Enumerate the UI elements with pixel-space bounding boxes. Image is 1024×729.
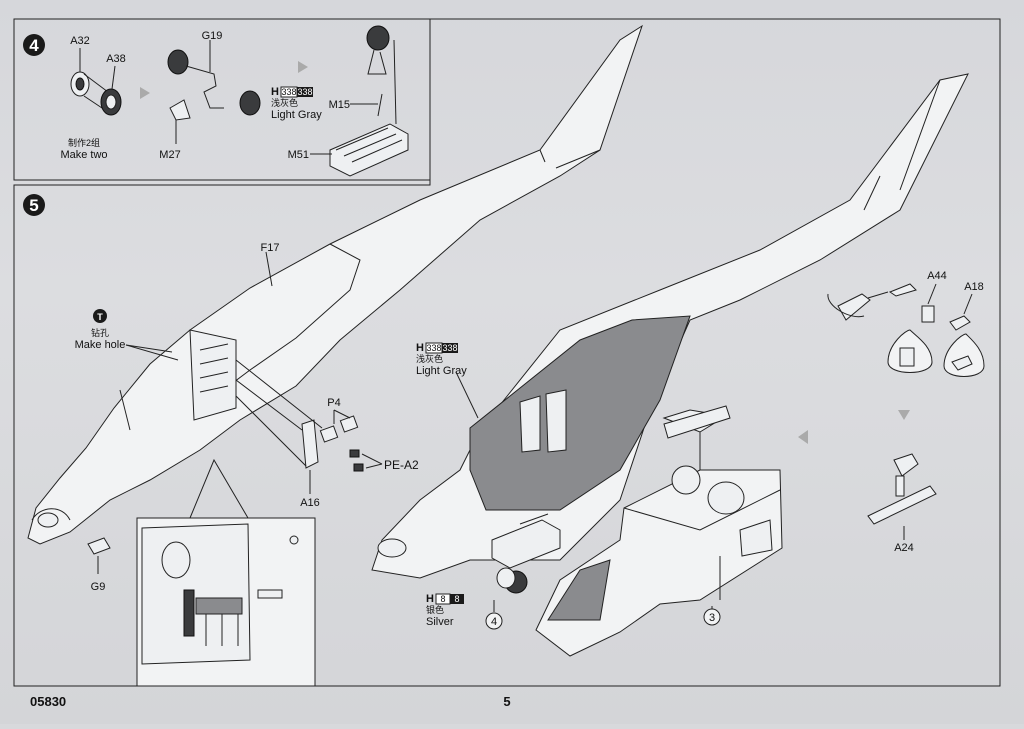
step5-paint_silver-prefix: H	[426, 593, 434, 605]
step4-number: 4	[29, 36, 39, 55]
step5-badge: 5	[23, 194, 45, 216]
step5-number: 5	[29, 196, 38, 215]
part-label-g9: G9	[91, 581, 106, 593]
step4-paint-prefix: H	[271, 86, 279, 98]
page-number: 5	[503, 694, 510, 709]
paint-silver-en: Silver	[426, 616, 454, 628]
step5-paint_gray-code_a: 338	[426, 343, 441, 353]
antenna-detail	[827, 283, 985, 377]
wheel-well-subassembly	[491, 513, 561, 612]
part-label-a38: A38	[106, 53, 126, 65]
antenna-plate-a24	[867, 453, 937, 540]
arrow-icon	[140, 87, 150, 99]
part-label-a44: A44	[927, 270, 947, 282]
antenna-plate	[663, 405, 731, 439]
leader-line	[265, 251, 273, 287]
ref-3-label: 3	[709, 612, 715, 624]
step5-paint_silver-code_a: 8	[440, 594, 445, 604]
paint-name-cn-5: 浅灰色	[416, 353, 443, 364]
paint-code-light-gray-5: H 338 338	[416, 342, 458, 354]
paint-name-en: Light Gray	[271, 109, 322, 121]
wheel-assembly	[70, 48, 122, 116]
window-parts	[235, 359, 383, 494]
detail-inset	[136, 458, 316, 687]
ref-4-label: 4	[491, 616, 497, 628]
arrow-left-icon	[798, 430, 808, 444]
paint-code-light-gray: H 338 338	[271, 86, 313, 98]
wheel-well-part	[310, 25, 409, 177]
page-code: 05830	[30, 694, 66, 709]
leader-line	[125, 344, 179, 361]
paint-code-silver: H 8 8	[426, 593, 464, 605]
landing-gear-part	[167, 40, 261, 144]
part-label-m51: M51	[288, 149, 309, 161]
step4-paint-code_b: 338	[297, 87, 312, 97]
leader-line	[455, 371, 479, 419]
make-two-cn: 制作2组	[68, 137, 100, 148]
subassembly-ref-4	[485, 612, 503, 630]
part-label-f17: F17	[261, 242, 280, 254]
step5-paint_gray-code_b: 338	[442, 343, 457, 353]
paint-silver-cn: 银色	[426, 604, 444, 615]
fuselage-right-half	[371, 73, 969, 579]
part-label-p4: P4	[327, 397, 340, 409]
part-label-a32: A32	[70, 35, 90, 47]
step5-paint_silver-code_b: 8	[454, 594, 459, 604]
paint-name-cn: 浅灰色	[271, 97, 298, 108]
part-label-m15: M15	[329, 99, 350, 111]
part-label-a16: A16	[300, 497, 320, 509]
part-g9	[87, 537, 111, 555]
step5-frame	[13, 18, 1001, 687]
step4-paint-code_a: 338	[281, 87, 296, 97]
part-label-g19: G19	[202, 30, 223, 42]
part-label-m27: M27	[159, 149, 180, 161]
make-two-en: Make two	[60, 149, 107, 161]
fuselage-left-half	[27, 24, 643, 545]
step5-drill-symbol: T	[97, 312, 103, 322]
part-label-pe-a2: PE-A2	[384, 458, 419, 472]
arrow-down-icon	[898, 410, 910, 420]
step4-badge: 4	[23, 34, 45, 56]
arrow-icon	[298, 61, 308, 73]
part-label-a24: A24	[894, 542, 914, 554]
step5-paint_gray-prefix: H	[416, 342, 424, 354]
drill-label-cn: 钻孔	[91, 327, 109, 338]
drill-label-en: Make hole	[75, 339, 126, 351]
paint-name-en-5: Light Gray	[416, 365, 467, 377]
drill-hole-icon: T	[93, 309, 107, 323]
subassembly-ref-3	[703, 608, 721, 626]
part-label-a18: A18	[964, 281, 984, 293]
